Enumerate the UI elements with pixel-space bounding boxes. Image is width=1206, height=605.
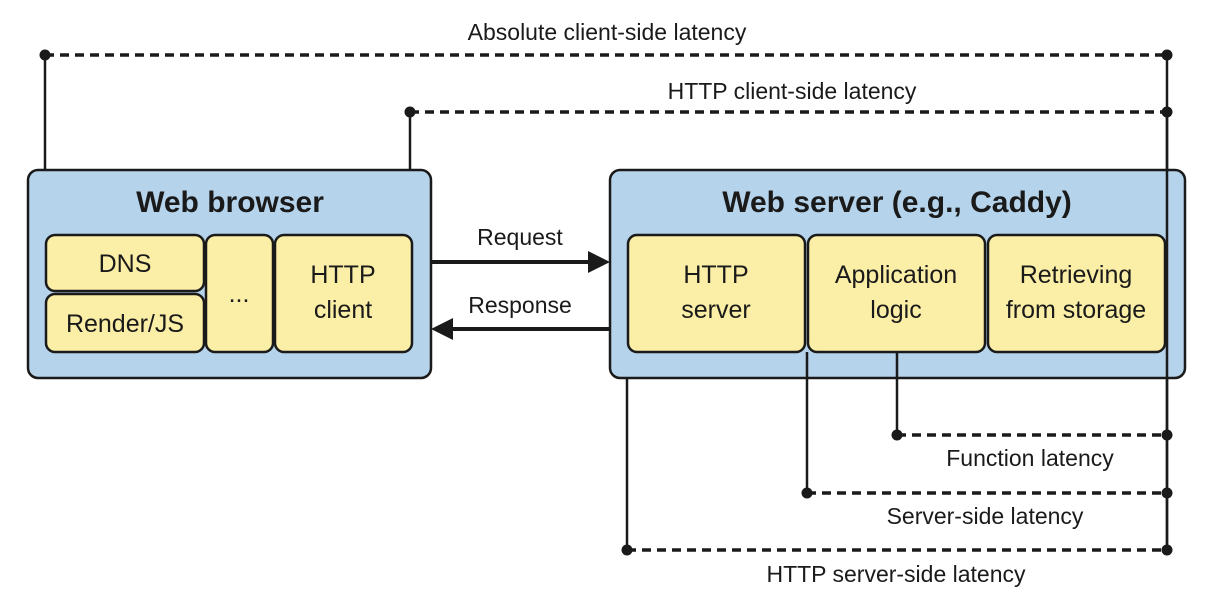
server-side-latency-start-dot	[801, 487, 813, 499]
retrieving-storage-component	[986, 233, 1167, 354]
http-server-latency-start-dot	[621, 544, 633, 556]
http-server-component	[626, 233, 807, 354]
retrieving-storage-label-line1: Retrieving	[1020, 261, 1133, 289]
server-side-latency-label: Server-side latency	[887, 503, 1084, 529]
absolute-client-latency-label: Absolute client-side latency	[468, 19, 747, 45]
dns-component	[44, 233, 206, 293]
http-client-component	[273, 233, 414, 354]
ellipsis-label: ...	[229, 280, 250, 308]
web-browser-container: Web browser DNS Render/JS ... HTTP clien…	[26, 168, 433, 380]
function-latency-start-dot	[891, 429, 903, 441]
response-arrowhead	[431, 318, 453, 340]
retrieving-storage-label-line2: from storage	[1006, 296, 1146, 324]
absolute-client-latency-start-dot	[39, 49, 51, 61]
application-logic-component	[806, 233, 987, 354]
http-server-label-line1: HTTP	[683, 261, 748, 289]
http-client-label-line2: client	[314, 296, 372, 324]
function-latency-label: Function latency	[946, 445, 1114, 471]
response-arrow: Response	[431, 292, 610, 340]
ellipsis-component	[204, 233, 275, 354]
render-js-component	[44, 292, 206, 354]
application-logic-label-line1: Application	[835, 261, 957, 289]
http-client-label-line1: HTTP	[310, 261, 375, 289]
http-client-latency-start-dot	[404, 106, 416, 118]
web-browser-title: Web browser	[136, 186, 324, 219]
application-logic-label-line2: logic	[870, 296, 921, 324]
request-arrow: Request	[431, 224, 610, 273]
dns-label: DNS	[99, 250, 152, 278]
http-client-latency-label: HTTP client-side latency	[668, 78, 917, 104]
http-server-latency-label: HTTP server-side latency	[766, 561, 1026, 587]
render-js-label: Render/JS	[66, 310, 184, 338]
web-server-container: Web server (e.g., Caddy) HTTP server App…	[608, 168, 1187, 380]
response-label: Response	[468, 292, 572, 318]
absolute-client-latency-end-dot	[1161, 49, 1173, 61]
request-label: Request	[477, 224, 563, 250]
web-server-title: Web server (e.g., Caddy)	[722, 186, 1072, 219]
function-latency-span: Function latency	[891, 352, 1173, 471]
http-server-label-line2: server	[681, 296, 750, 324]
http-server-latency-span: HTTP server-side latency	[621, 378, 1173, 587]
request-arrowhead	[588, 251, 610, 273]
